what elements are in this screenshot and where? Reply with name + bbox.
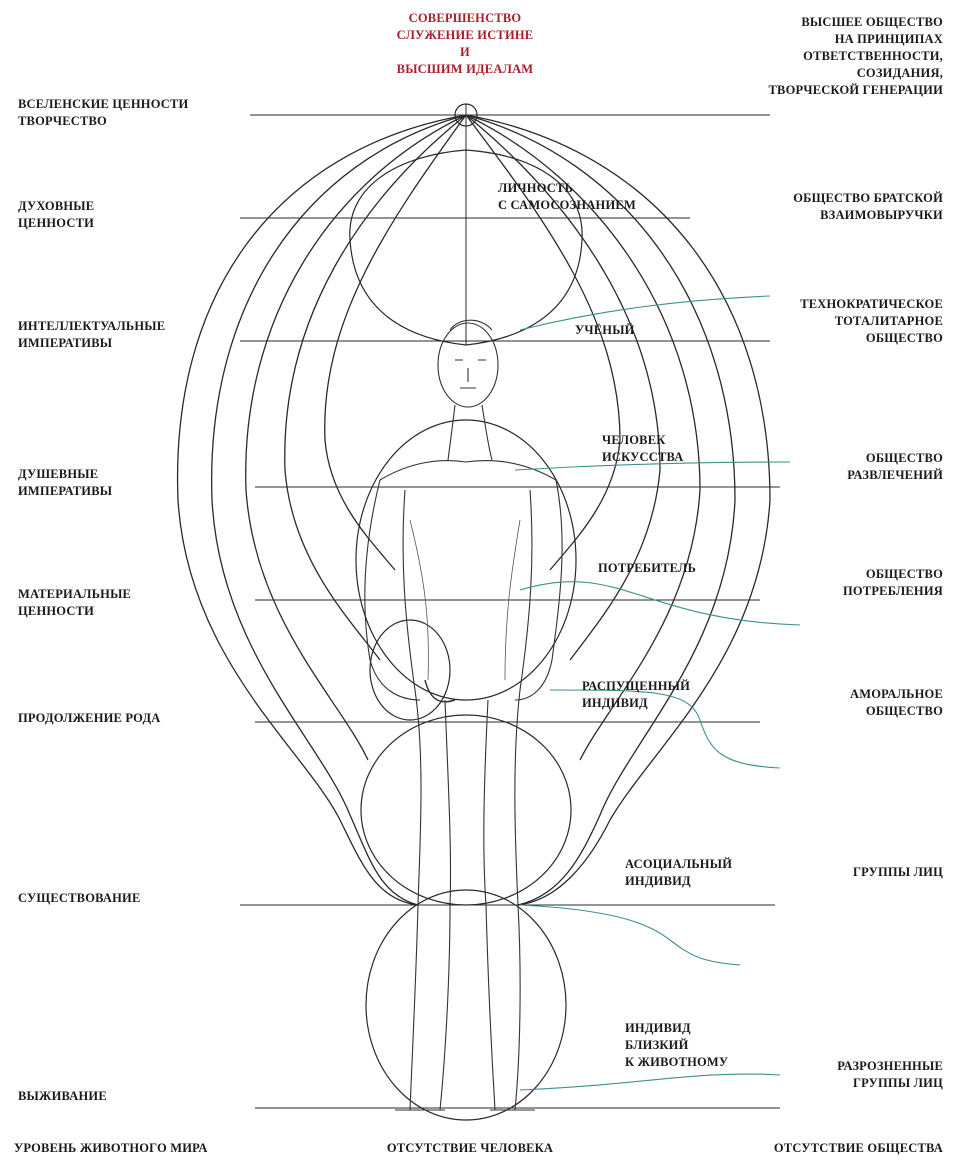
top-title-line: СЛУЖЕНИЕ ИСТИНЕ: [355, 27, 575, 44]
left-level-line: ТВОРЧЕСТВО: [18, 113, 188, 130]
society-line: РАЗВЛЕЧЕНИЙ: [847, 467, 943, 484]
left-level-line: ВЫЖИВАНИЕ: [18, 1088, 107, 1105]
bottom-label-no-human: ОТСУТСТВИЕ ЧЕЛОВЕКА: [355, 1140, 585, 1157]
society-line: ВЫСШЕЕ ОБЩЕСТВО: [769, 14, 943, 31]
left-level-line: ДУХОВНЫЕ: [18, 198, 94, 215]
person-type-1: ЛИЧНОСТЬ С САМОСОЗНАНИЕМ: [498, 180, 636, 214]
person-type-line: К ЖИВОТНОМУ: [625, 1054, 728, 1071]
left-level-6: ПРОДОЛЖЕНИЕ РОДА: [18, 710, 161, 727]
society-line: ПОТРЕБЛЕНИЯ: [843, 583, 943, 600]
left-level-line: ИМПЕРАТИВЫ: [18, 483, 112, 500]
society-line: ОБЩЕСТВО: [850, 703, 943, 720]
person-type-line: ИНДИВИД: [625, 1020, 728, 1037]
society-line: АМОРАЛЬНОЕ: [850, 686, 943, 703]
society-line: ОТВЕТСТВЕННОСТИ,: [769, 48, 943, 65]
person-type-line: ИСКУССТВА: [602, 449, 684, 466]
left-level-7: СУЩЕСТВОВАНИЕ: [18, 890, 141, 907]
society-5: ОБЩЕСТВО ПОТРЕБЛЕНИЯ: [843, 566, 943, 600]
left-level-2: ДУХОВНЫЕ ЦЕННОСТИ: [18, 198, 94, 232]
bottom-label-animal-world: УРОВЕНЬ ЖИВОТНОГО МИРА: [14, 1140, 208, 1157]
society-line: ОБЩЕСТВО: [847, 450, 943, 467]
person-type-line: АСОЦИАЛЬНЫЙ: [625, 856, 732, 873]
bottom-label-no-society: ОТСУТСТВИЕ ОБЩЕСТВА: [774, 1140, 943, 1157]
society-line: НА ПРИНЦИПАХ: [769, 31, 943, 48]
person-type-6: АСОЦИАЛЬНЫЙ ИНДИВИД: [625, 856, 732, 890]
envelope-outer: [178, 115, 770, 905]
society-8: РАЗРОЗНЕННЫЕ ГРУППЫ ЛИЦ: [837, 1058, 943, 1092]
society-1: ВЫСШЕЕ ОБЩЕСТВО НА ПРИНЦИПАХ ОТВЕТСТВЕНН…: [769, 14, 943, 99]
bottom-label-line: ОТСУТСТВИЕ ОБЩЕСТВА: [774, 1140, 943, 1157]
loop-pelvis: [370, 620, 450, 720]
society-line: ГРУППЫ ЛИЦ: [837, 1075, 943, 1092]
society-line: ОБЩЕСТВО: [843, 566, 943, 583]
left-level-8: ВЫЖИВАНИЕ: [18, 1088, 107, 1105]
bottom-label-line: УРОВЕНЬ ЖИВОТНОГО МИРА: [14, 1140, 208, 1157]
left-level-line: ИМПЕРАТИВЫ: [18, 335, 165, 352]
person-type-line: УЧЁНЫЙ: [575, 322, 635, 339]
society-6: АМОРАЛЬНОЕ ОБЩЕСТВО: [850, 686, 943, 720]
left-level-3: ИНТЕЛЛЕКТУАЛЬНЫЕ ИМПЕРАТИВЫ: [18, 318, 165, 352]
top-title-line: ВЫСШИМ ИДЕАЛАМ: [355, 61, 575, 78]
left-level-line: ПРОДОЛЖЕНИЕ РОДА: [18, 710, 161, 727]
person-type-line: ПОТРЕБИТЕЛЬ: [598, 560, 696, 577]
top-title: СОВЕРШЕНСТВО СЛУЖЕНИЕ ИСТИНЕ и ВЫСШИМ ИД…: [355, 10, 575, 78]
person-type-line: ИНДИВИД: [625, 873, 732, 890]
society-line: РАЗРОЗНЕННЫЕ: [837, 1058, 943, 1075]
left-level-line: ДУШЕВНЫЕ: [18, 466, 112, 483]
society-4: ОБЩЕСТВО РАЗВЛЕЧЕНИЙ: [847, 450, 943, 484]
society-line: ТВОРЧЕСКОЙ ГЕНЕРАЦИИ: [769, 82, 943, 99]
person-type-2: УЧЁНЫЙ: [575, 322, 635, 339]
loop-legs: [366, 890, 566, 1120]
person-type-line: С САМОСОЗНАНИЕМ: [498, 197, 636, 214]
envelope-2: [212, 115, 735, 905]
person-type-5: РАСПУЩЕННЫЙ ИНДИВИД: [582, 678, 690, 712]
society-2: ОБЩЕСТВО БРАТСКОЙ ВЗАИМОВЫРУЧКИ: [793, 190, 943, 224]
person-type-line: ЛИЧНОСТЬ: [498, 180, 636, 197]
left-level-line: ВСЕЛЕНСКИЕ ЦЕННОСТИ: [18, 96, 188, 113]
left-level-line: ЦЕННОСТИ: [18, 215, 94, 232]
left-level-line: СУЩЕСТВОВАНИЕ: [18, 890, 141, 907]
society-line: ОБЩЕСТВО БРАТСКОЙ: [793, 190, 943, 207]
loop-hips: [361, 715, 571, 905]
society-line: ГРУППЫ ЛИЦ: [853, 864, 943, 881]
society-3: ТЕХНОКРАТИЧЕСКОЕ ТОТАЛИТАРНОЕ ОБЩЕСТВО: [800, 296, 943, 347]
left-level-line: ЦЕННОСТИ: [18, 603, 131, 620]
left-level-line: ИНТЕЛЛЕКТУАЛЬНЫЕ: [18, 318, 165, 335]
society-line: СОЗИДАНИЯ,: [769, 65, 943, 82]
person-type-line: ЧЕЛОВЕК: [602, 432, 684, 449]
person-type-line: РАСПУЩЕННЫЙ: [582, 678, 690, 695]
society-line: ВЗАИМОВЫРУЧКИ: [793, 207, 943, 224]
society-line: ОБЩЕСТВО: [800, 330, 943, 347]
person-type-7: ИНДИВИД БЛИЗКИЙ К ЖИВОТНОМУ: [625, 1020, 728, 1071]
person-type-3: ЧЕЛОВЕК ИСКУССТВА: [602, 432, 684, 466]
left-level-4: ДУШЕВНЫЕ ИМПЕРАТИВЫ: [18, 466, 112, 500]
person-type-4: ПОТРЕБИТЕЛЬ: [598, 560, 696, 577]
left-level-line: МАТЕРИАЛЬНЫЕ: [18, 586, 131, 603]
society-line: ТЕХНОКРАТИЧЕСКОЕ: [800, 296, 943, 313]
left-level-5: МАТЕРИАЛЬНЫЕ ЦЕННОСТИ: [18, 586, 131, 620]
top-title-line: и: [355, 44, 575, 61]
person-type-line: БЛИЗКИЙ: [625, 1037, 728, 1054]
person-type-line: ИНДИВИД: [582, 695, 690, 712]
bottom-label-line: ОТСУТСТВИЕ ЧЕЛОВЕКА: [355, 1140, 585, 1157]
top-title-line: СОВЕРШЕНСТВО: [355, 10, 575, 27]
society-line: ТОТАЛИТАРНОЕ: [800, 313, 943, 330]
society-7: ГРУППЫ ЛИЦ: [853, 864, 943, 881]
left-level-1: ВСЕЛЕНСКИЕ ЦЕННОСТИ ТВОРЧЕСТВО: [18, 96, 188, 130]
